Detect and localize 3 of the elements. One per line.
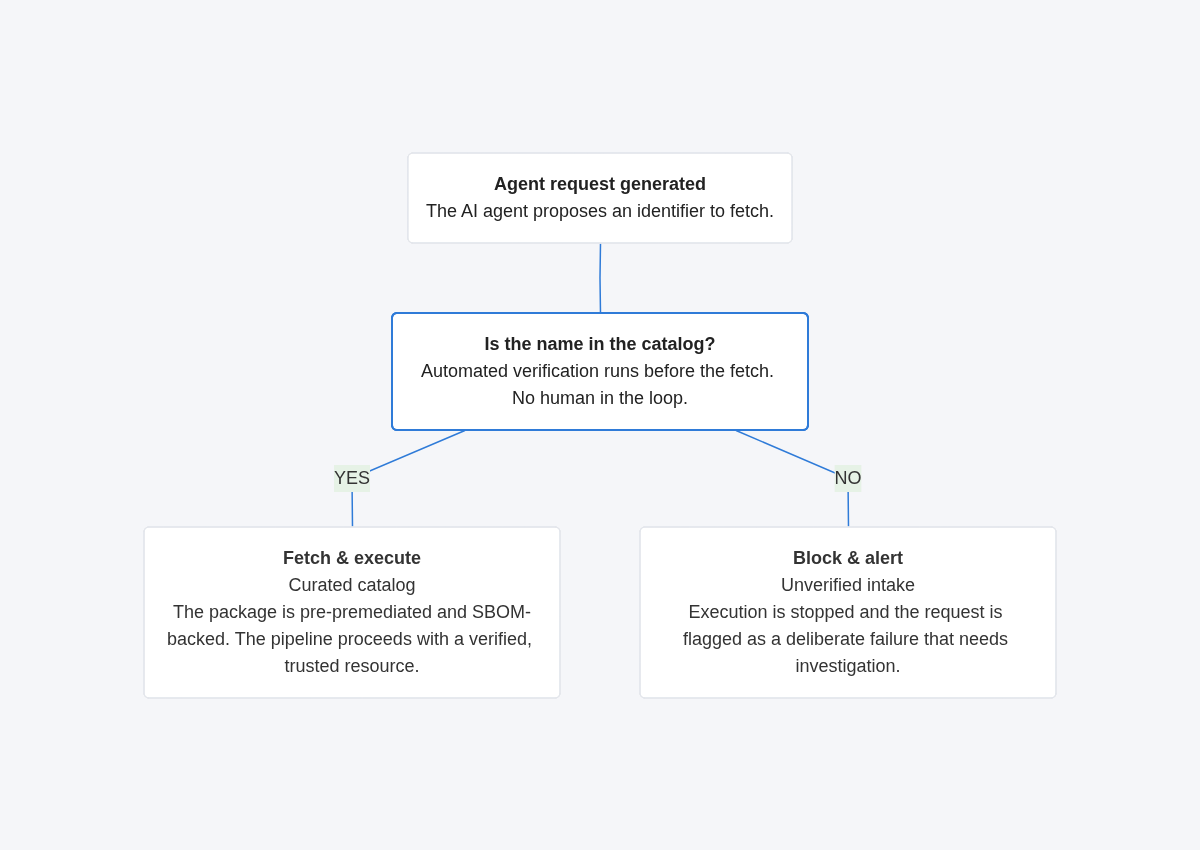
edge-label: YES [333,467,371,488]
edge-label: NO [834,467,862,488]
connector [599,242,602,314]
